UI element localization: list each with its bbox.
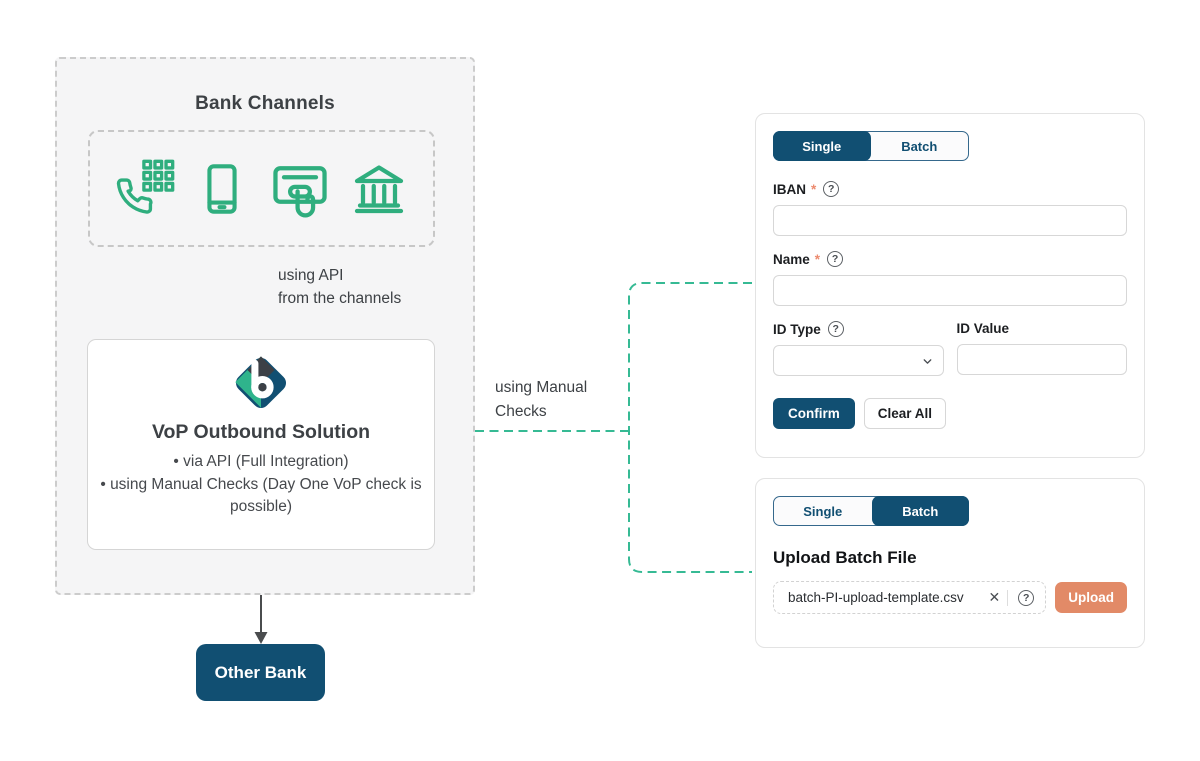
manual-checks-label: using Manual Checks (495, 376, 587, 424)
single-check-panel: Single Batch IBAN * ? Name * ? ID Type ? (755, 113, 1145, 458)
tab-batch[interactable]: Batch (871, 496, 969, 526)
vop-outbound-solution-box: VoP Outbound Solution via API (Full Inte… (87, 339, 435, 550)
clear-all-button[interactable]: Clear All (863, 398, 947, 429)
id-type-help-icon[interactable]: ? (827, 321, 844, 337)
smartphone-icon (207, 163, 237, 214)
batch-upload-panel: Single Batch Upload Batch File batch-PI-… (755, 478, 1145, 648)
tab-batch[interactable]: Batch (871, 132, 969, 160)
file-name: batch-PI-upload-template.csv (788, 590, 964, 605)
vop-bullet: via API (Full Integration) (100, 451, 422, 474)
iban-help-icon[interactable]: ? (823, 181, 840, 197)
id-value-label-row: ID Value (957, 321, 1128, 336)
id-type-select[interactable] (773, 345, 944, 376)
chevron-down-icon (923, 359, 931, 364)
channel-icons-box (88, 130, 435, 247)
api-arrow-label-line1: using API (278, 267, 344, 284)
iban-label-row: IBAN * ? (773, 181, 1127, 197)
telephone-keypad-icon (117, 159, 175, 214)
id-value-input[interactable] (956, 344, 1127, 375)
tab-single[interactable]: Single (774, 497, 872, 525)
vop-logo-icon (235, 356, 287, 409)
bank-building-icon (354, 164, 403, 213)
vop-title: VoP Outbound Solution (151, 421, 371, 443)
file-dropzone[interactable]: batch-PI-upload-template.csv ✕ ? (773, 581, 1047, 614)
divider (1007, 589, 1009, 606)
required-asterisk: * (814, 251, 821, 267)
vop-bullet: using Manual Checks (Day One VoP check i… (100, 474, 422, 519)
tab-single[interactable]: Single (773, 131, 871, 161)
iban-input[interactable] (773, 205, 1127, 236)
id-value-label: ID Value (956, 321, 1010, 336)
vop-bullet-list: via API (Full Integration) using Manual … (88, 451, 434, 519)
file-help-icon[interactable]: ? (1018, 589, 1035, 606)
mode-toggle: Single Batch (773, 496, 969, 526)
mode-toggle: Single Batch (773, 131, 969, 161)
upload-batch-file-heading: Upload Batch File (773, 548, 917, 567)
api-arrow-label-line2: from the channels (278, 290, 402, 307)
other-bank-button[interactable]: Other Bank (196, 644, 325, 701)
name-label: Name (773, 251, 810, 267)
iban-label: IBAN (773, 181, 806, 197)
id-type-label-row: ID Type ? (773, 321, 944, 337)
required-asterisk: * (811, 181, 817, 197)
id-type-label: ID Type (773, 321, 821, 337)
name-help-icon[interactable]: ? (827, 251, 844, 267)
remove-file-icon[interactable]: ✕ (987, 589, 1008, 606)
upload-button[interactable]: Upload (1055, 582, 1127, 613)
confirm-button[interactable]: Confirm (773, 398, 855, 429)
card-terminal-tap-icon (273, 165, 327, 217)
manual-checks-label-line1: using Manual (495, 379, 588, 396)
name-label-row: Name * ? (773, 251, 1127, 267)
api-arrow-label: using API from the channels (278, 264, 401, 310)
name-input[interactable] (773, 275, 1127, 306)
manual-checks-label-line2: Checks (495, 403, 547, 420)
bank-channels-title: Bank Channels (195, 93, 335, 114)
